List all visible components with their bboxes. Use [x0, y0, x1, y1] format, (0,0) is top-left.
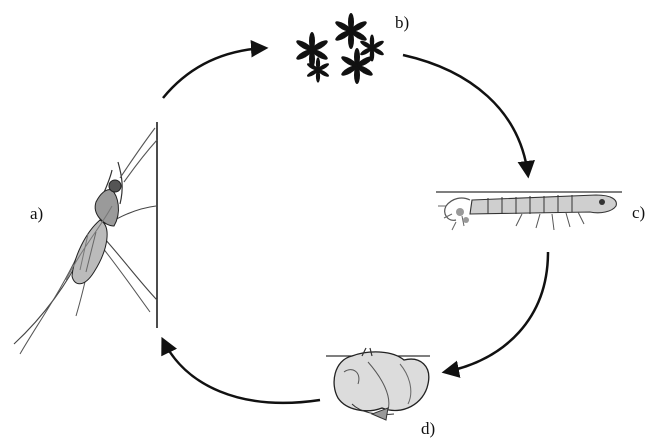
arrow-adult-to-eggs — [163, 48, 265, 98]
adult-stage-label: a) — [30, 205, 43, 222]
arrow-larva-to-pupa — [445, 252, 548, 372]
larva-icon — [436, 192, 622, 230]
adult-mosquito-icon — [14, 122, 157, 354]
arrow-eggs-to-larva — [403, 55, 528, 175]
arrow-pupa-to-adult — [163, 340, 320, 403]
egg-stage-label: b) — [395, 14, 409, 31]
cycle-arrows — [163, 48, 548, 403]
larva-stage-label: c) — [632, 204, 645, 221]
pupa-icon — [326, 348, 430, 420]
egg-cluster-icon — [295, 13, 385, 84]
pupa-stage-label: d) — [421, 420, 435, 437]
